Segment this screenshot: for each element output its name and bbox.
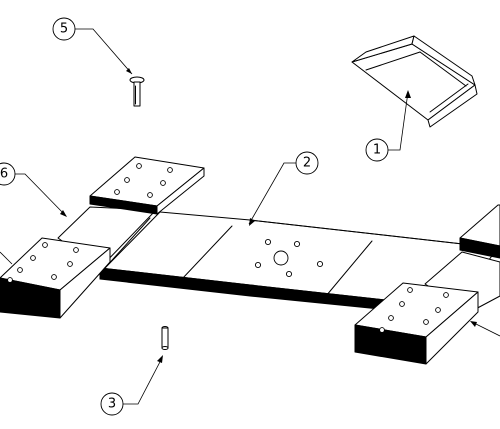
callout-2-label: 2 [303, 156, 311, 171]
pin-part-3 [161, 326, 169, 350]
channel-bracket-part-1 [351, 35, 478, 128]
bolt-part-5 [129, 76, 145, 107]
callout-3: 3 [100, 392, 124, 416]
pad-top-left [89, 156, 205, 215]
callout-2: 2 [295, 151, 319, 175]
leader-lines [0, 28, 500, 405]
callout-5: 5 [52, 17, 76, 41]
callout-1: 1 [365, 138, 389, 162]
pad-bottom-right [354, 282, 479, 365]
pad-far-right [459, 204, 500, 259]
callout-3-label: 3 [108, 397, 116, 412]
pad-bottom-left [0, 237, 111, 319]
callout-1-label: 1 [373, 143, 381, 158]
callout-6: 6 [0, 162, 16, 186]
callout-5-label: 5 [60, 22, 68, 37]
main-beam-part-2 [94, 209, 499, 311]
callout-6-label: 6 [0, 167, 8, 182]
